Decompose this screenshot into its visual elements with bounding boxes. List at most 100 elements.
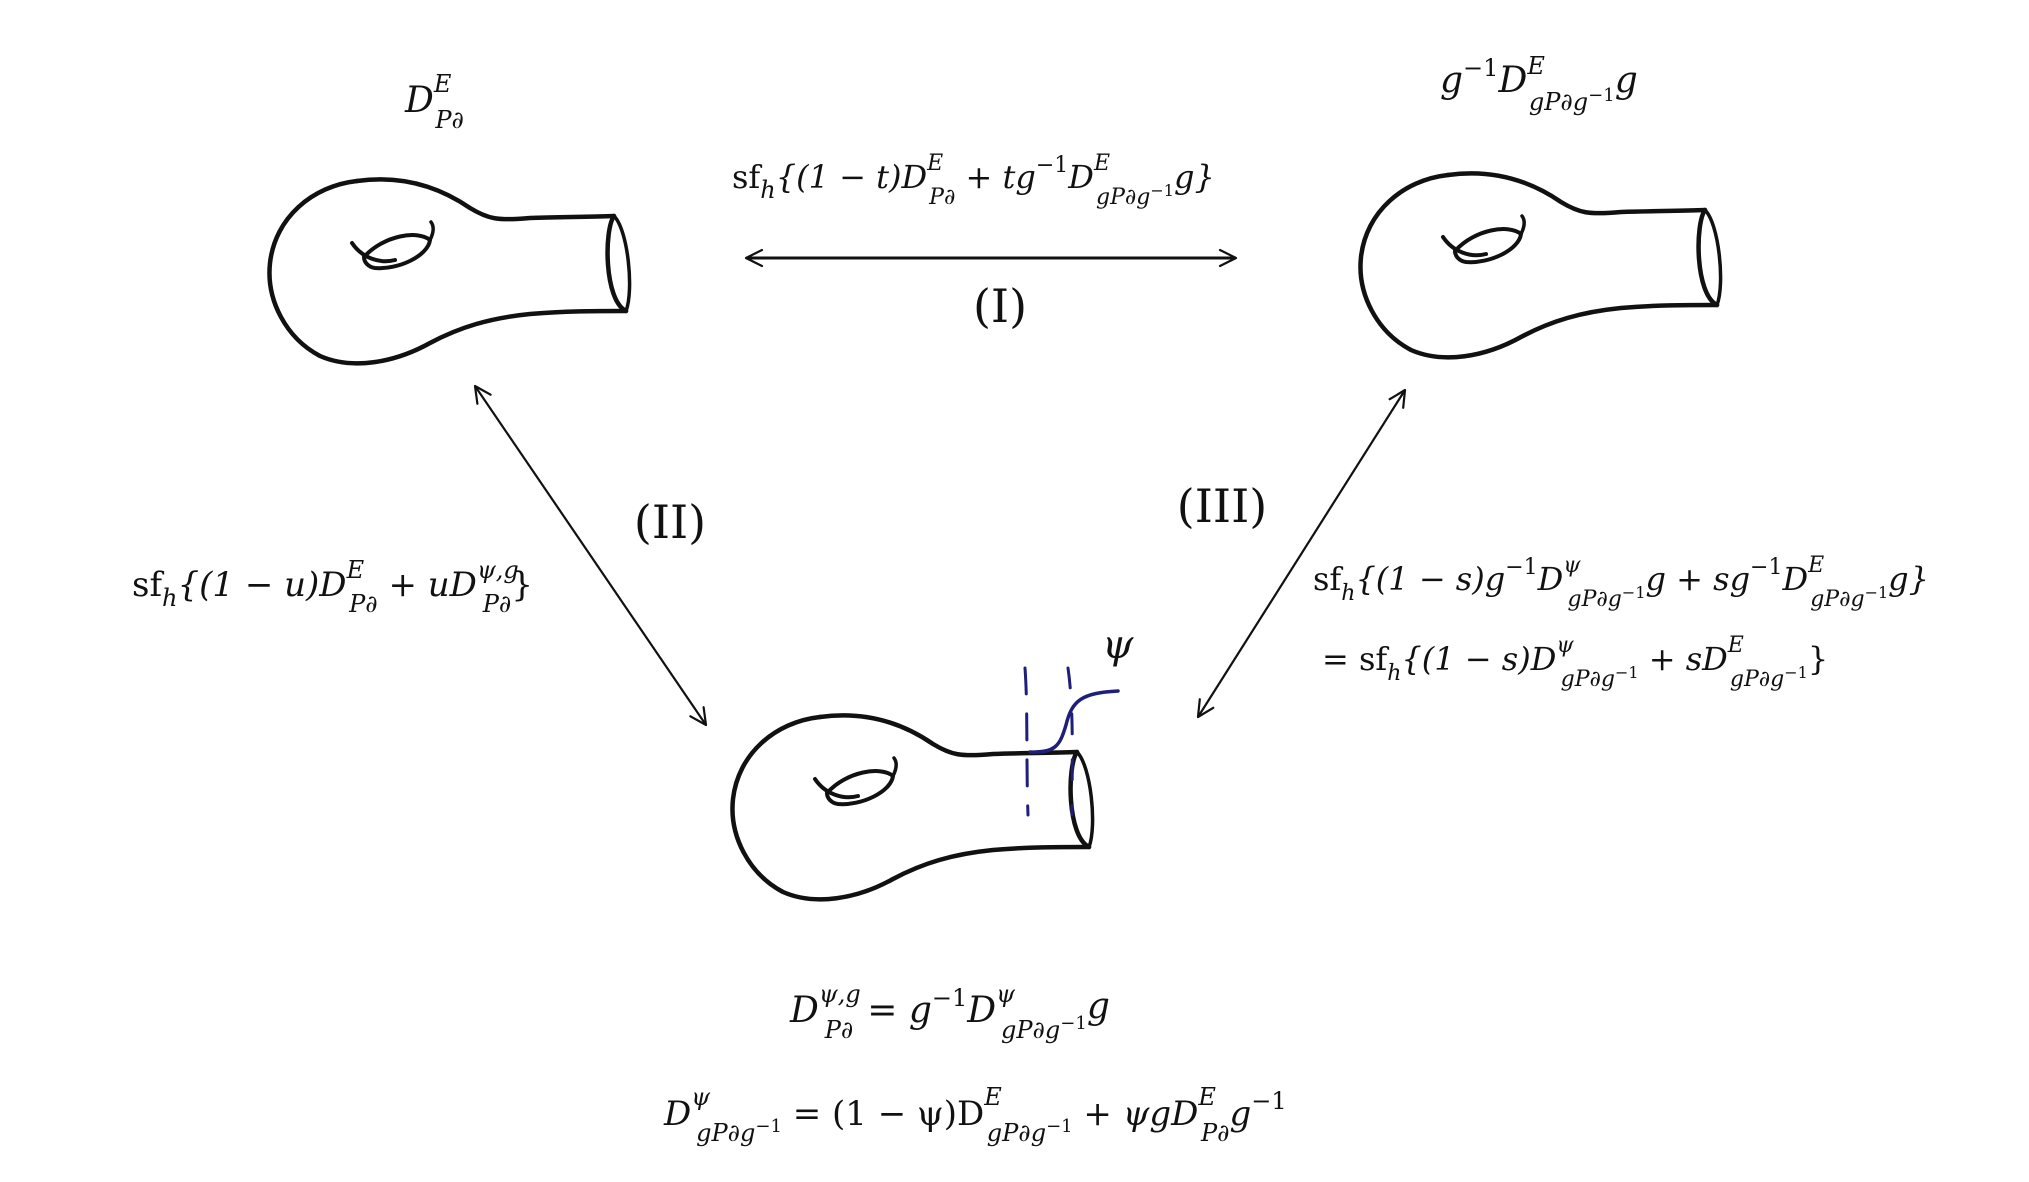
formula-III-l1-mid-sup: −1 <box>1750 555 1782 580</box>
label-top-right-sub-sup: −1 <box>1588 85 1615 106</box>
label-arrow-III: (III) <box>1177 479 1267 533</box>
formula-III-l2-open: {(1 − s)D <box>1401 640 1556 678</box>
label-top-left-sup: E <box>433 70 452 98</box>
formula-II-sf: sf <box>132 565 164 605</box>
label-bottom-base: D <box>789 990 819 1031</box>
formula-II-open: {(1 − u)D <box>178 565 347 605</box>
definition-mid: + ψgD <box>1073 1094 1199 1134</box>
formula-I-s1-sup: E <box>926 151 943 176</box>
formula-III-l2-s2-sub: gP∂g <box>1730 667 1784 692</box>
formula-I-close: g} <box>1174 158 1215 196</box>
definition-sub: gP∂g <box>696 1119 755 1147</box>
cutoff-psi-curve <box>1023 666 1120 817</box>
definition-s2-sub: gP∂g <box>987 1119 1046 1147</box>
label-top-right-pre: g <box>1440 60 1463 101</box>
formula-III-l1-s1-sup: ψ <box>1563 553 1581 578</box>
label-top-left-base: D <box>404 80 434 121</box>
arrow-III <box>1196 388 1407 719</box>
label-bottom-sub-sup2: −1 <box>1060 1013 1087 1034</box>
formula-I-open: {(1 − t)D <box>776 158 927 196</box>
formula-III-l2-s1-sub-sup: −1 <box>1615 663 1639 682</box>
label-top-right-pre-sup: −1 <box>1463 54 1498 82</box>
formula-III-l1-close: g} <box>1888 560 1929 598</box>
definition-sup: ψ <box>691 1083 711 1111</box>
definition-sub-sup: −1 <box>755 1116 782 1137</box>
label-bottom-eq-sup: −1 <box>932 984 967 1012</box>
definition-base: D <box>663 1094 691 1134</box>
label-bottom-eq: = g <box>867 990 932 1031</box>
label-psi: ψ <box>1102 622 1134 668</box>
label-top-right-base: D <box>1497 60 1527 101</box>
formula-II-close: } <box>511 565 533 605</box>
surface-bottom <box>732 715 1092 899</box>
formula-III-l1-s2-sub-sup: −1 <box>1865 583 1889 602</box>
definition-s2-sup: E <box>983 1083 1002 1111</box>
formula-I-s2-sub-sup: −1 <box>1150 181 1174 200</box>
formula-III-l2-s1-sub: gP∂g <box>1561 667 1615 692</box>
formula-I-mid-sup: −1 <box>1036 153 1068 178</box>
formula-III-l1-mid: g + sg <box>1646 560 1751 598</box>
label-bottom-sup: ψ,g <box>819 980 861 1008</box>
formula-III-l1-s2-sub: gP∂g <box>1810 587 1864 612</box>
formula-III-l1-d1: D <box>1537 560 1564 598</box>
label-bottom-post: g <box>1087 986 1110 1027</box>
formula-II-s1-sup: E <box>346 556 365 584</box>
formula-I-sf: sf <box>732 158 762 196</box>
formula-III-l2-close: } <box>1808 640 1828 678</box>
label-bottom-sup2: ψ <box>996 980 1016 1008</box>
definition-s3-sup: E <box>1197 1083 1216 1111</box>
label-top-right-post: g <box>1615 60 1638 101</box>
formula-II-s2-sub: P∂ <box>482 590 512 618</box>
formula-III-l2-s2-sup: E <box>1727 633 1744 658</box>
definition-post: g <box>1230 1094 1252 1134</box>
label-arrow-II: (II) <box>634 495 706 549</box>
surface-top-left <box>269 179 629 363</box>
formula-III-l2-mid: + sD <box>1639 640 1728 678</box>
label-bottom-base2: D <box>966 990 996 1031</box>
formula-I-mid: + tg <box>955 158 1036 196</box>
label-bottom-sub2: gP∂g <box>1001 1016 1060 1044</box>
formula-III-l1-open-sup: −1 <box>1505 555 1537 580</box>
label-top-left: DE P∂ <box>404 70 464 134</box>
formula-III-l2-s2-sub-sup: −1 <box>1784 663 1808 682</box>
formula-III-l2-h: h <box>1387 661 1401 686</box>
formula-I-s2-sub: gP∂g <box>1096 185 1150 210</box>
formula-I-d2: D <box>1067 158 1094 196</box>
surface-top-right <box>1360 173 1720 357</box>
label-top-right-sup: E <box>1526 52 1545 80</box>
formula-I-h: h <box>760 176 775 204</box>
label-bottom-sub: P∂ <box>824 1016 854 1044</box>
label-top-right-sub: gP∂g <box>1529 88 1588 116</box>
formula-II-s1-sub: P∂ <box>348 590 378 618</box>
formula-III-l1-s2-sup: E <box>1807 553 1824 578</box>
formula-I-s1-sub: P∂ <box>928 185 955 210</box>
label-top-left-sub: P∂ <box>434 106 464 134</box>
definition-eq: = (1 − ψ)D <box>782 1094 984 1134</box>
label-arrow-I: (I) <box>973 279 1027 333</box>
formula-III-l1-s1-sub: gP∂g <box>1568 587 1622 612</box>
formula-I-s2-sup: E <box>1093 151 1110 176</box>
formula-III-l2-eq: = sf <box>1322 640 1389 678</box>
formula-III-l1-d2: D <box>1781 560 1808 598</box>
formula-III-l1-h: h <box>1341 581 1355 606</box>
definition-post-sup: −1 <box>1251 1087 1286 1115</box>
formula-II-mid: + uD <box>378 565 477 605</box>
formula-III-l2-s1-sup: ψ <box>1556 633 1574 658</box>
definition-s3-sub: P∂ <box>1200 1119 1230 1147</box>
formula-II-h: h <box>162 584 177 612</box>
formula-III-l1-s1-sub-sup: −1 <box>1622 583 1646 602</box>
arrow-II <box>473 384 708 727</box>
definition-s2-sub-sup: −1 <box>1046 1116 1073 1137</box>
formula-III-l1-sf: sf <box>1313 560 1343 598</box>
formula-II-s2-sup: ψ,g <box>477 556 519 584</box>
formula-III-l1-open: {(1 − s)g <box>1355 560 1505 598</box>
